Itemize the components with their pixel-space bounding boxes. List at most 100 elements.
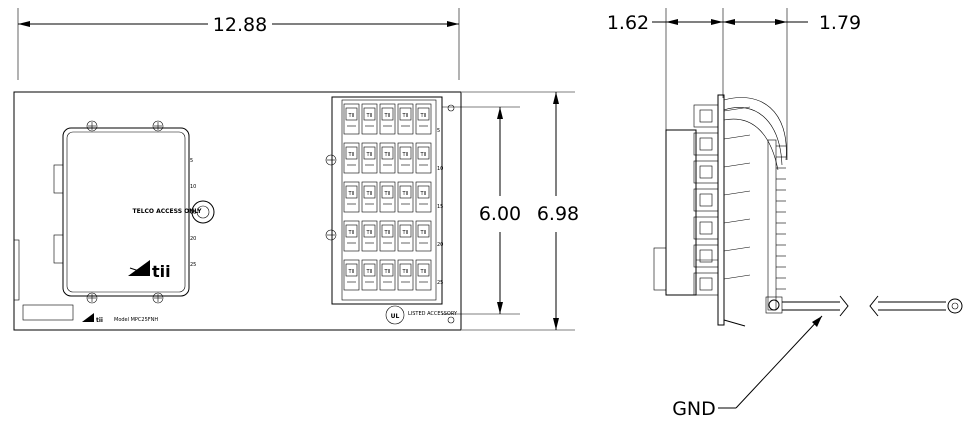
screw-icon xyxy=(86,292,98,304)
jack-label: TII xyxy=(419,230,426,236)
pair-number: 20 xyxy=(190,236,196,242)
model-label: Model MPC25FNH xyxy=(114,317,158,323)
jack-label: TII xyxy=(383,113,390,119)
ground-callout: GND xyxy=(672,315,823,420)
jack-label: TII xyxy=(419,152,426,158)
jack-label: TII xyxy=(401,191,408,197)
ring-terminal-icon xyxy=(947,298,963,314)
pair-number: 25 xyxy=(437,280,443,286)
screw-icon xyxy=(86,120,98,132)
height-dimensions: 6.00 6.98 xyxy=(442,91,579,331)
jack-module: TII xyxy=(379,259,396,291)
listing-label: LISTED ACCESSORY xyxy=(408,311,458,317)
small-logo-text: tii xyxy=(96,317,103,324)
jack-label: TII xyxy=(365,113,372,119)
lock-icon xyxy=(191,200,215,224)
tii-logo-icon xyxy=(128,260,150,276)
jack-module: TII xyxy=(397,259,414,291)
jack-label: TII xyxy=(383,191,390,197)
front-view: TELCO ACCESS ONLY 5 10 15 20 25 tii tii Mode… xyxy=(13,91,462,331)
width-dimension-label: 12.88 xyxy=(213,14,267,36)
inner-height-label: 6.00 xyxy=(479,203,521,225)
side-jack xyxy=(693,104,751,128)
jack-label: TII xyxy=(347,152,354,158)
label-plate xyxy=(22,304,74,321)
tii-logo-text: tii xyxy=(152,262,171,281)
side-right-dimension-label: 1.79 xyxy=(819,12,861,34)
jack-label: TII xyxy=(401,230,408,236)
jack-label: TII xyxy=(383,230,390,236)
jack-module: TII xyxy=(361,103,378,135)
jack-module: TII xyxy=(397,142,414,174)
pair-number: 10 xyxy=(437,166,443,172)
jack-label: TII xyxy=(365,191,372,197)
side-jack xyxy=(693,272,751,296)
jack-module: TII xyxy=(361,181,378,213)
jack-label: TII xyxy=(365,269,372,275)
telco-access-label: TELCO ACCESS ONLY xyxy=(133,208,203,215)
side-jack xyxy=(693,132,751,156)
jack-label: TII xyxy=(347,113,354,119)
jack-label: TII xyxy=(365,152,372,158)
jack-label: TII xyxy=(347,230,354,236)
pair-number: 25 xyxy=(190,262,196,268)
jack-module: TII xyxy=(415,259,432,291)
jack-module: TII xyxy=(343,103,360,135)
ul-listing-icon: UL xyxy=(385,305,405,325)
pair-number: 5 xyxy=(190,158,193,164)
jack-label: TII xyxy=(365,230,372,236)
side-jack xyxy=(693,160,751,184)
jack-label: TII xyxy=(347,269,354,275)
jack-module: TII xyxy=(343,220,360,252)
tii-small-logo-icon xyxy=(82,313,94,322)
jack-module: TII xyxy=(361,220,378,252)
side-left-dimension-label: 1.62 xyxy=(607,12,649,34)
jack-module: TII xyxy=(397,103,414,135)
jack-label: TII xyxy=(401,269,408,275)
screw-icon xyxy=(325,154,337,166)
jack-module: TII xyxy=(343,142,360,174)
jack-module: TII xyxy=(343,259,360,291)
jack-array: TII TII TII TII TII TII TII TII TII TII TII TII TII T… xyxy=(325,96,443,305)
pair-number: 10 xyxy=(190,184,196,190)
jack-label: TII xyxy=(401,152,408,158)
jack-module: TII xyxy=(379,142,396,174)
jack-label: TII xyxy=(401,113,408,119)
jack-module: TII xyxy=(415,220,432,252)
telco-access-box: TELCO ACCESS ONLY 5 10 15 20 25 tii xyxy=(53,120,215,304)
jack-label: TII xyxy=(419,113,426,119)
jack-label: TII xyxy=(419,269,426,275)
pair-number: 15 xyxy=(437,204,443,210)
jack-module: TII xyxy=(379,181,396,213)
side-jack xyxy=(693,188,751,212)
side-view: 1.62 1.79 xyxy=(607,8,963,327)
mounting-panel xyxy=(13,91,462,331)
jack-module: TII xyxy=(361,259,378,291)
jack-label: TII xyxy=(419,191,426,197)
jack-module: TII xyxy=(379,103,396,135)
screw-icon xyxy=(325,229,337,241)
jack-label: TII xyxy=(383,269,390,275)
side-jack xyxy=(693,216,751,240)
ground-label: GND xyxy=(672,398,716,420)
ground-lug-icon xyxy=(768,299,780,311)
jack-label: TII xyxy=(347,191,354,197)
screw-icon xyxy=(152,120,164,132)
jack-module: TII xyxy=(379,220,396,252)
width-dimension: 12.88 xyxy=(17,8,460,80)
jack-module: TII xyxy=(415,181,432,213)
jack-module: TII xyxy=(415,103,432,135)
screw-icon xyxy=(152,292,164,304)
svg-text:UL: UL xyxy=(391,313,400,320)
jack-module: TII xyxy=(397,181,414,213)
jack-module: TII xyxy=(397,220,414,252)
jack-module: TII xyxy=(415,142,432,174)
jack-label: TII xyxy=(383,152,390,158)
jack-module: TII xyxy=(361,142,378,174)
pair-numbers-left: 5 10 15 20 25 xyxy=(190,158,196,268)
side-jack xyxy=(693,244,751,268)
jack-module: TII xyxy=(343,181,360,213)
pair-number: 15 xyxy=(190,210,196,216)
